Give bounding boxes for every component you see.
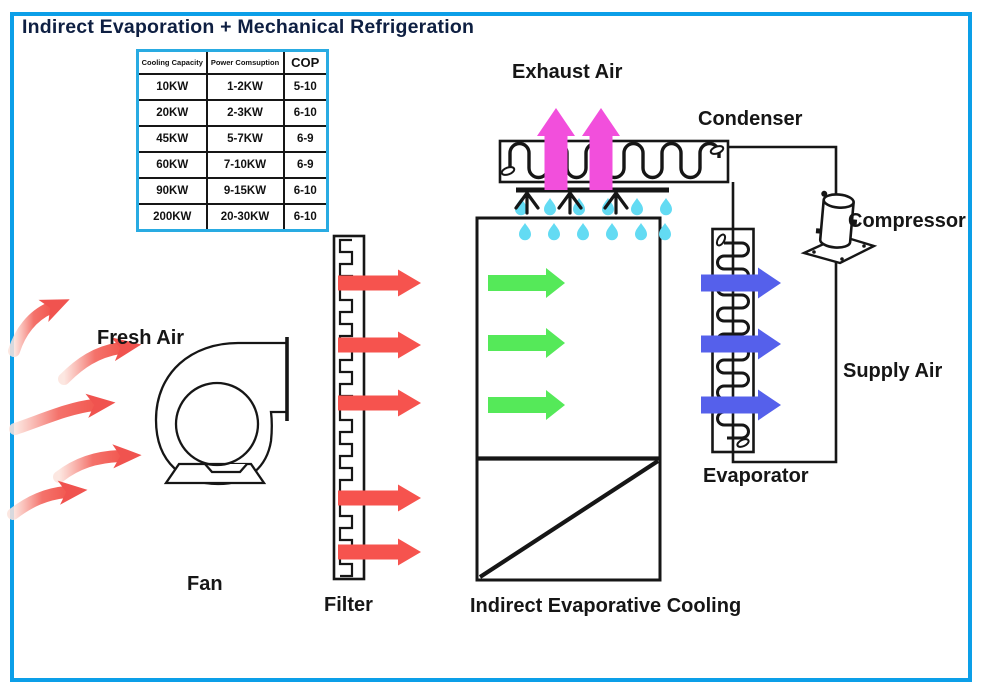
table-cell: 20KW	[136, 99, 208, 127]
label-supply-air: Supply Air	[843, 360, 943, 382]
table-cell: 60KW	[136, 151, 208, 179]
table-cell: 1-2KW	[205, 73, 285, 101]
fan-icon	[154, 337, 289, 486]
table-cell: 6-9	[282, 151, 329, 179]
label-evaporator: Evaporator	[703, 465, 809, 487]
line-condenser-to-compressor	[728, 145, 838, 199]
table-cell: 6-9	[282, 125, 329, 153]
label-condenser: Condenser	[698, 108, 803, 130]
table-row: 20KW 2-3KW 6-10	[136, 99, 329, 127]
table-row: 90KW 9-15KW 6-10	[136, 177, 329, 205]
table-cell: 6-10	[282, 99, 329, 127]
table-cell: 90KW	[136, 177, 208, 205]
sprinkler-icon	[514, 191, 629, 215]
table-header-row: Cooling Capacity Power Comsuption COP	[136, 49, 329, 75]
fresh-air-arrow	[8, 299, 70, 357]
page-title: Indirect Evaporation + Mechanical Refrig…	[22, 16, 475, 38]
table-cell: 5-10	[282, 73, 329, 101]
table-cell: 9-15KW	[205, 177, 285, 205]
label-filter: Filter	[324, 594, 373, 616]
label-exhaust-air: Exhaust Air	[512, 61, 623, 83]
spray-bar	[514, 187, 669, 215]
table-cell: 200KW	[136, 203, 208, 232]
fresh-air-arrow	[9, 393, 116, 435]
table-row: 200KW 20-30KW 6-10	[136, 203, 329, 232]
table-cell: 20-30KW	[205, 203, 285, 232]
label-iec: Indirect Evaporative Cooling	[470, 595, 742, 617]
refrigerant-lines	[728, 145, 838, 464]
label-compressor: Compressor	[848, 210, 966, 232]
fresh-air-arrows	[7, 299, 142, 520]
cooled-air-arrows	[488, 268, 565, 420]
table-cell: 5-7KW	[205, 125, 285, 153]
table-cell: 6-10	[282, 177, 329, 205]
table-cell: 7-10KW	[205, 151, 285, 179]
supply-air-arrows	[701, 267, 781, 421]
fresh-air-arrow	[58, 337, 142, 385]
condenser-icon	[498, 139, 730, 184]
compressor-icon	[800, 190, 878, 265]
table-row: 10KW 1-2KW 5-10	[136, 73, 329, 101]
fresh-air-arrow	[53, 444, 142, 483]
table-cell: 6-10	[282, 203, 329, 232]
label-fan: Fan	[187, 573, 223, 595]
cop-table: Cooling Capacity Power Comsuption COP 10…	[136, 49, 329, 232]
table-cell: 10KW	[136, 73, 208, 101]
fresh-air-arrow	[7, 480, 88, 520]
table-row: 60KW 7-10KW 6-9	[136, 151, 329, 179]
col-header-cop: COP	[282, 49, 329, 75]
table-row: 45KW 5-7KW 6-9	[136, 125, 329, 153]
label-fresh-air: Fresh Air	[97, 327, 185, 349]
table-cell: 2-3KW	[205, 99, 285, 127]
table-cell: 45KW	[136, 125, 208, 153]
